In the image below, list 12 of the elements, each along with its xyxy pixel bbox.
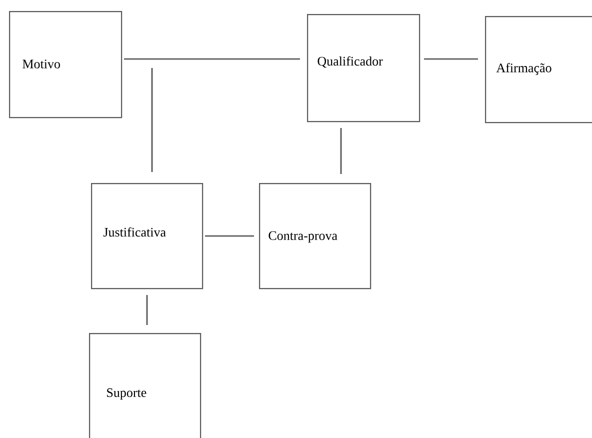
connector-line: [340, 128, 342, 174]
connector-line: [205, 235, 254, 237]
text-box: Afirmação: [485, 16, 592, 124]
text-box: Suporte: [89, 333, 202, 438]
text-box: Qualificador: [307, 14, 420, 122]
text-box: Justificativa: [91, 183, 204, 290]
connector-line: [424, 58, 478, 60]
connector-line: [124, 58, 300, 60]
connector-line: [151, 68, 153, 172]
text-box: Motivo: [9, 11, 122, 118]
text-box: Contra-prova: [259, 183, 372, 290]
connector-line: [146, 295, 148, 325]
